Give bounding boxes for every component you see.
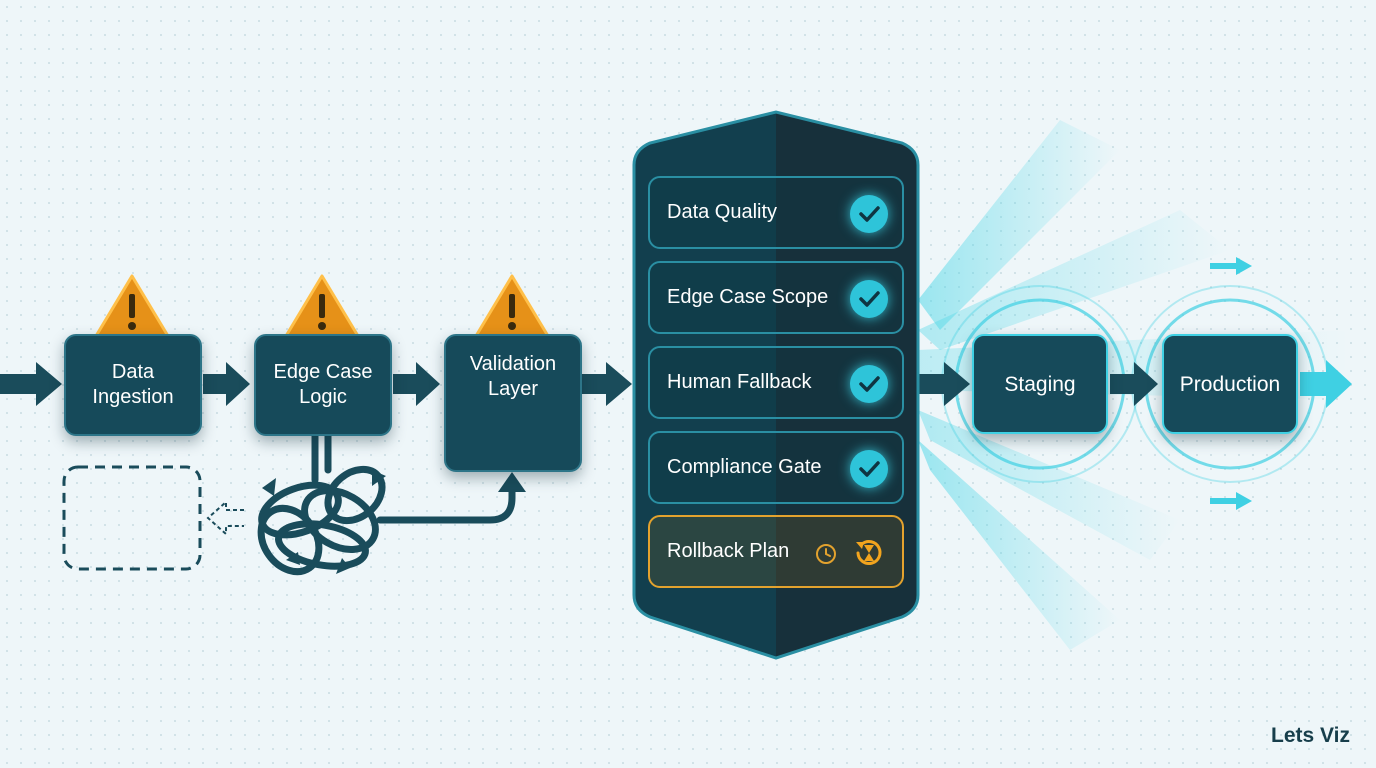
fallback-placeholder-box [62,465,202,571]
warning-icons [94,274,550,338]
arrow-validation-to-gate [582,362,632,406]
node-production: Production [1162,334,1298,434]
check-icon [850,365,888,403]
check-label: Rollback Plan [667,540,790,562]
knot-arrowheads [262,470,386,574]
check-data-quality: Data Quality [648,176,904,249]
node-data-ingestion: Data Ingestion [64,334,202,436]
knot-arrowhead [498,472,526,492]
node-label-line2: Layer [487,378,539,400]
node-label: Staging [1004,372,1076,396]
check-label: Compliance Gate [667,456,822,478]
brand-logo-text: Lets Viz [1271,724,1350,747]
node-label: Production [1179,372,1281,396]
check-edge-case-scope: Edge Case Scope [648,261,904,334]
arrow-gate-to-staging [918,362,970,406]
check-label: Human Fallback [667,371,812,393]
dashed-return-arrow [206,499,244,537]
node-staging: Staging [972,334,1108,434]
warning-icon [94,274,170,338]
arrow-input [0,362,62,406]
node-label-line1: Data [111,361,155,383]
check-icon [850,280,888,318]
arrow-ingestion-to-logic [203,362,250,406]
arrow-production-out [1300,360,1352,408]
warning-icon [474,274,550,338]
check-label: Data Quality [667,201,778,223]
clock-icon [814,542,838,572]
check-label: Edge Case Scope [667,286,829,308]
arrow-logic-to-validation [393,362,440,406]
node-validation-layer: Validation Layer [444,334,582,472]
node-label-line1: Edge Case [273,361,373,383]
node-label-line1: Validation [469,353,557,375]
hourglass-icon [850,534,888,578]
node-edge-case-logic: Edge Case Logic [254,334,392,436]
check-human-fallback: Human Fallback [648,346,904,419]
arrow-staging-to-production [1110,362,1158,406]
node-label-line2: Ingestion [92,386,174,408]
check-rollback-plan: Rollback Plan [648,515,904,588]
check-icon [850,450,888,488]
check-compliance-gate: Compliance Gate [648,431,904,504]
flow-arrows [0,362,1158,406]
edge-case-knot [257,430,516,576]
check-icon [850,195,888,233]
node-label-line2: Logic [299,386,347,408]
small-cyan-arrows [1210,257,1252,510]
warning-icon [284,274,360,338]
